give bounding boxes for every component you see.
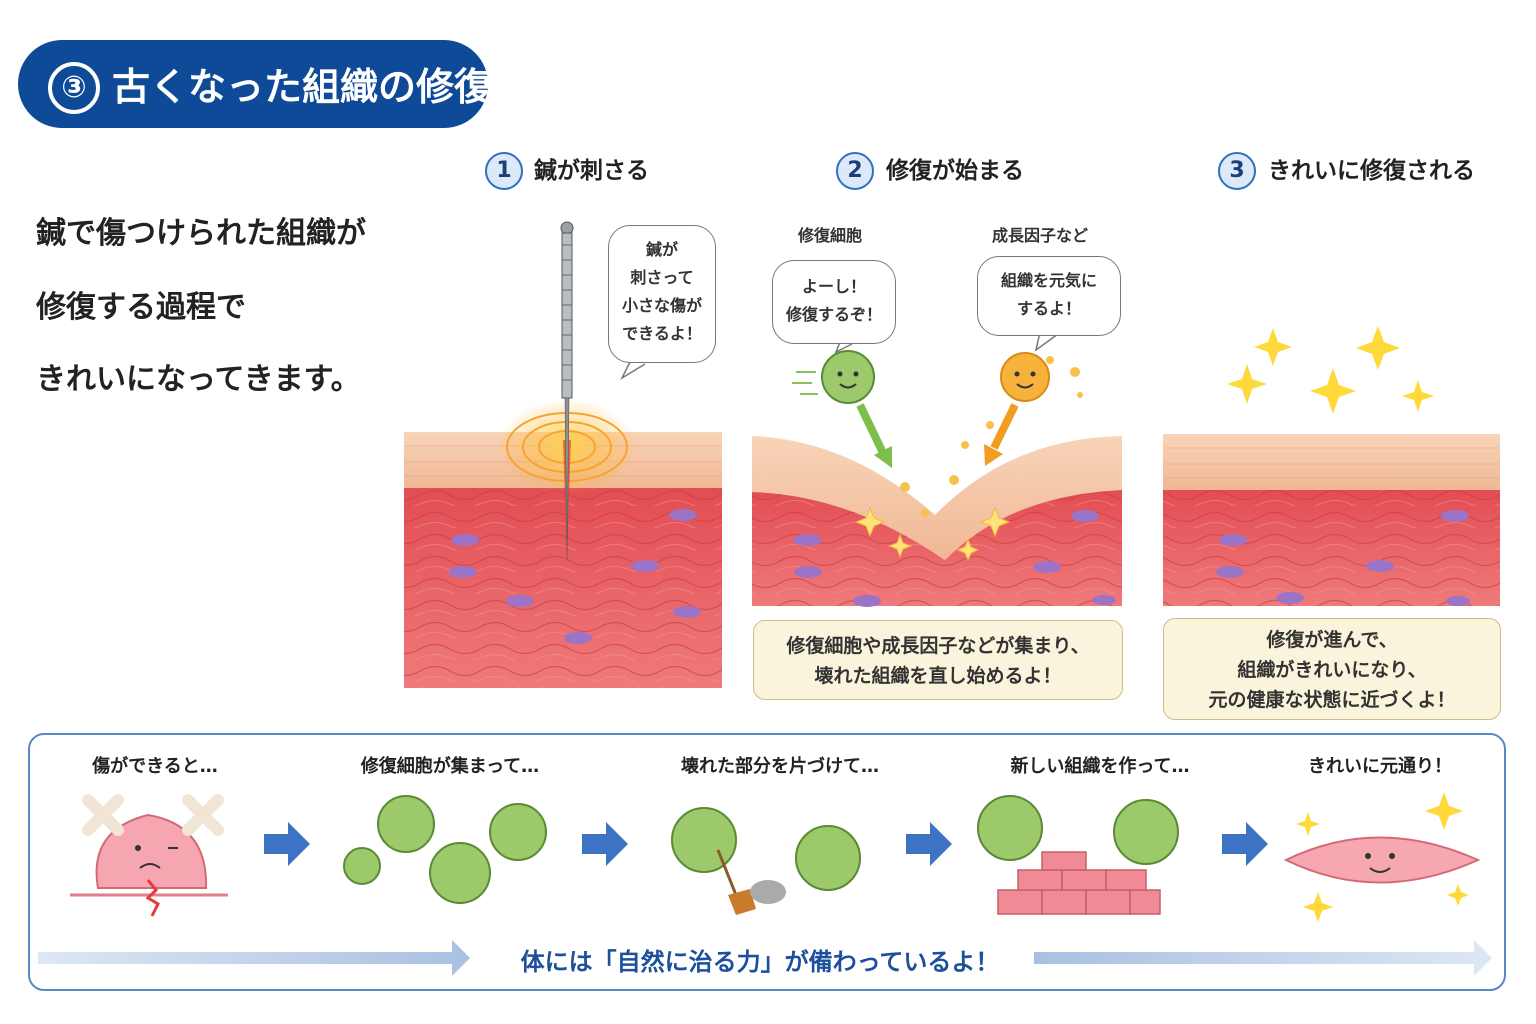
- bubble-line: 組織を元気に: [1000, 271, 1097, 290]
- step-1-number: 1: [485, 152, 523, 190]
- cell-nucleus: [631, 560, 659, 572]
- healing-flow-panel: [28, 733, 1506, 991]
- repair-cells-icon: [343, 795, 547, 904]
- growth-factor-label: 成長因子など: [992, 226, 1089, 245]
- sparkle-icon: [1296, 792, 1469, 922]
- growth-factor-icon: [984, 352, 1050, 466]
- cleaning-cells-icon: [671, 807, 861, 891]
- caption-line: 壊れた組織を直し始めるよ！: [814, 665, 1062, 687]
- bubble-line: よーし！: [801, 277, 866, 296]
- intro-line-3: きれいになってきます。: [36, 362, 361, 397]
- tissue-panel-3: [1163, 326, 1500, 606]
- intro-line-1: 鍼で傷つけられた組織が: [36, 216, 366, 251]
- intro-line-2: 修復する過程で: [36, 290, 246, 325]
- step-1-label: 鍼が刺さる: [534, 158, 649, 184]
- caption-line: 元の健康な状態に近づくよ！: [1208, 689, 1456, 711]
- healthy-tissue-icon: [1283, 792, 1481, 922]
- step-1-speech-bubble: 鍼が 刺さって 小さな傷が できるよ！: [608, 225, 716, 363]
- healing-flow-illustrations: [38, 792, 1492, 976]
- caption-line: 組織がきれいになり、: [1237, 659, 1427, 681]
- sparkle-icon: [1227, 326, 1434, 414]
- page-title: 古くなった組織の修復: [112, 65, 493, 109]
- phase-label-rebuild: 新しい組織を作って…: [1010, 756, 1190, 777]
- caption-line: 修復細胞や成長因子などが集まり、: [786, 635, 1090, 657]
- step-3-label: きれいに修復される: [1268, 158, 1475, 184]
- growth-factor-speech-bubble: 組織を元気に するよ！: [977, 256, 1121, 336]
- step-3-number: 3: [1218, 152, 1256, 190]
- repair-cell-speech-bubble: よーし！ 修復するぞ！: [772, 260, 896, 344]
- bubble-line: 修復するぞ！: [785, 305, 882, 324]
- repair-cell-icon: [792, 350, 892, 468]
- phase-label-restored: きれいに元通り！: [1308, 756, 1452, 777]
- bubble-line: するよ！: [1016, 299, 1081, 318]
- step-2-caption: 修復細胞や成長因子などが集まり、 壊れた組織を直し始めるよ！: [753, 620, 1123, 700]
- natural-healing-message: 体には「自然に治る力」が備わっているよ！: [520, 948, 1000, 976]
- cell-nucleus: [449, 566, 477, 578]
- injured-tissue-icon: [70, 794, 228, 917]
- repair-cell-label: 修復細胞: [798, 226, 863, 245]
- bubble-line: できるよ！: [622, 324, 702, 343]
- bubble-line: 刺さって: [630, 268, 694, 287]
- phase-label-gather: 修復細胞が集まって…: [360, 756, 540, 777]
- cell-nucleus: [564, 632, 592, 644]
- step-2-label: 修復が始まる: [886, 158, 1024, 184]
- cell-nucleus: [673, 606, 701, 618]
- debris-icon: [750, 880, 786, 904]
- bubble-line: 小さな傷が: [621, 296, 702, 315]
- phase-label-cleanup: 壊れた部分を片づけて…: [681, 756, 879, 777]
- tissue-panel-1: [404, 221, 722, 688]
- step-3-caption: 修復が進んで、 組織がきれいになり、 元の健康な状態に近づくよ！: [1163, 618, 1501, 720]
- broom-icon: [728, 889, 756, 915]
- tissue-panel-2: [752, 331, 1122, 607]
- cell-nucleus: [451, 534, 479, 546]
- sparkle-icon: [854, 506, 1011, 562]
- building-cells-icon: [977, 795, 1179, 865]
- needle-icon: [560, 221, 574, 561]
- progress-arrow-right: [1034, 940, 1492, 976]
- tissue-illustrations: [404, 221, 1500, 688]
- progress-arrow-left: [38, 940, 470, 976]
- brick-wall-icon: [997, 851, 1161, 915]
- cell-nucleus: [669, 509, 697, 521]
- cell-nucleus: [506, 595, 534, 607]
- title-number: ③: [48, 62, 100, 114]
- caption-line: 修復が進んで、: [1266, 629, 1398, 651]
- step-2-number: 2: [836, 152, 874, 190]
- bubble-line: 鍼が: [645, 240, 678, 259]
- flow-arrow-icon: [264, 822, 1268, 866]
- phase-label-injury: 傷ができると…: [92, 756, 218, 777]
